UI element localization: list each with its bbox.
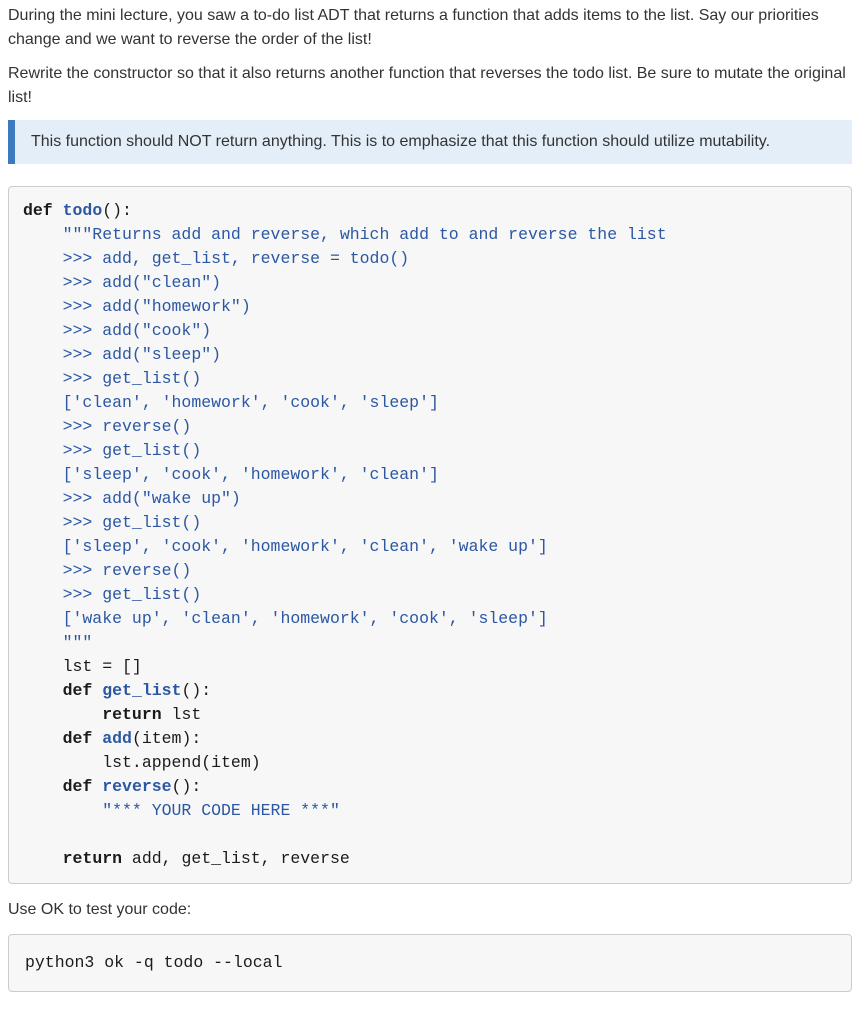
note-callout: This function should NOT return anything… — [8, 120, 852, 164]
task-paragraph: Rewrite the constructor so that it also … — [8, 65, 846, 106]
note-text: This function should NOT return anything… — [31, 133, 771, 150]
todo-code-block: def todo(): """Returns add and reverse, … — [8, 186, 852, 884]
lab-question-page: During the mini lecture, you saw a to-do… — [8, 4, 852, 992]
ok-instruction-text: Use OK to test your code: — [8, 901, 192, 918]
intro-paragraph: During the mini lecture, you saw a to-do… — [8, 7, 819, 48]
ok-command-block: python3 ok -q todo --local — [8, 934, 852, 992]
ok-command-text: python3 ok -q todo --local — [25, 953, 283, 972]
todo-code-listing: def todo(): """Returns add and reverse, … — [23, 201, 667, 868]
